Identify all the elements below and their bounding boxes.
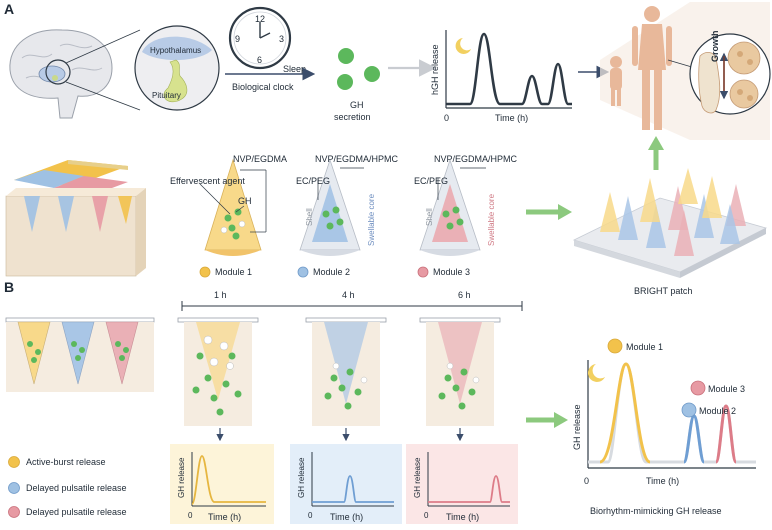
panel-label-a: A [4, 1, 14, 17]
mini2-ylabel: GH release [297, 457, 306, 498]
clock-3: 3 [279, 34, 284, 44]
bright-patch-illustration [572, 168, 768, 278]
m1-gh-label: GH [238, 196, 252, 206]
final-release-plot [587, 338, 756, 469]
clock-9: 9 [235, 34, 240, 44]
final-m2-label: Module 2 [699, 406, 736, 416]
hgh-release-plot [445, 30, 572, 109]
legend-swatch-2 [8, 482, 20, 494]
mini3-ylabel: GH release [413, 457, 422, 498]
final-origin: 0 [584, 476, 589, 486]
m2-left-label: EC/PEG [296, 176, 330, 186]
m3-caption: Module 3 [433, 267, 470, 277]
moon-icon-final [587, 364, 605, 382]
legend-swatch-3 [8, 506, 20, 518]
mini2-xlabel: Time (h) [330, 512, 363, 522]
mini-plot-module-1 [170, 444, 274, 524]
m1-agent-label: Effervescent agent [170, 176, 245, 186]
panel-label-b: B [4, 279, 14, 295]
timeline-1h: 1 h [214, 290, 227, 300]
hypothalamus-label: Hypothalamus [150, 46, 201, 55]
final-m3-label: Module 3 [708, 384, 745, 394]
clock-12: 12 [255, 14, 265, 24]
sleep-label: Sleep [283, 64, 306, 74]
m1-top-label: NVP/EGDMA [233, 154, 287, 164]
timeline [181, 301, 523, 311]
clock-icon: 12 3 6 9 [228, 6, 292, 70]
m3-core-label: Swellable core [487, 193, 496, 246]
patch-block-illustration [5, 160, 146, 277]
moon-icon [455, 38, 471, 54]
m3-left-label: EC/PEG [414, 176, 448, 186]
gh-secretion-label-1: GH [350, 100, 364, 110]
m1-dot [199, 266, 211, 278]
hgh-ylabel: hGH release [430, 44, 440, 95]
m2-caption: Module 2 [313, 267, 350, 277]
mini1-xlabel: Time (h) [208, 512, 241, 522]
timeline-4h: 4 h [342, 290, 355, 300]
legend-swatch-1 [8, 456, 20, 468]
mini-plot-module-2 [290, 444, 402, 524]
m1-caption: Module 1 [215, 267, 252, 277]
module-3-cone [419, 158, 486, 256]
stage-1h-illustration [177, 317, 259, 426]
mini1-origin: 0 [188, 511, 193, 520]
mini3-xlabel: Time (h) [446, 512, 479, 522]
gh-secretion-label-2: secretion [334, 112, 371, 122]
m2-top-label: NVP/EGDMA/HPMC [315, 154, 399, 164]
module-1-cone [199, 158, 267, 256]
final-caption: Biorhythm-mimicking GH release [590, 506, 722, 516]
stage-4h-illustration [305, 317, 387, 426]
mini1-ylabel: GH release [177, 457, 186, 498]
m3-dot [417, 266, 429, 278]
gh-secretion-icon [337, 48, 380, 90]
legend-item-3: Delayed pulsatile release [26, 507, 127, 517]
final-m1-label: Module 1 [626, 342, 663, 352]
final-xlabel: Time (h) [646, 476, 679, 486]
bright-patch-label: BRIGHT patch [634, 286, 692, 296]
hgh-xlabel: Time (h) [495, 113, 528, 123]
module-2-cone [299, 158, 364, 256]
timeline-6h: 6 h [458, 290, 471, 300]
brain-illustration [9, 29, 141, 119]
m2-core-label: Swellable core [367, 193, 376, 246]
final-ylabel: GH release [572, 404, 582, 450]
legend-item-2: Delayed pulsatile release [26, 483, 127, 493]
clock-caption: Biological clock [232, 82, 294, 92]
mini-plot-module-3 [406, 444, 518, 524]
pituitary-label: Pituitary [152, 91, 181, 100]
growth-illustration [600, 2, 771, 140]
legend [8, 456, 20, 518]
hgh-origin: 0 [444, 113, 449, 123]
stage-6h-illustration [419, 317, 501, 426]
clock-6: 6 [257, 55, 262, 65]
m3-top-label: NVP/EGDMA/HPMC [434, 154, 518, 164]
m2-dot [297, 266, 309, 278]
growth-label: Growth [710, 31, 720, 63]
skin-needles-illustration [5, 317, 155, 392]
mini3-origin: 0 [424, 511, 429, 520]
mini2-origin: 0 [308, 511, 313, 520]
legend-item-1: Active-burst release [26, 457, 106, 467]
m2-shell-label: Shell [305, 208, 314, 226]
hypothalamus-zoom: Hypothalamus Pituitary [134, 25, 220, 111]
m3-shell-label: Shell [425, 208, 434, 226]
